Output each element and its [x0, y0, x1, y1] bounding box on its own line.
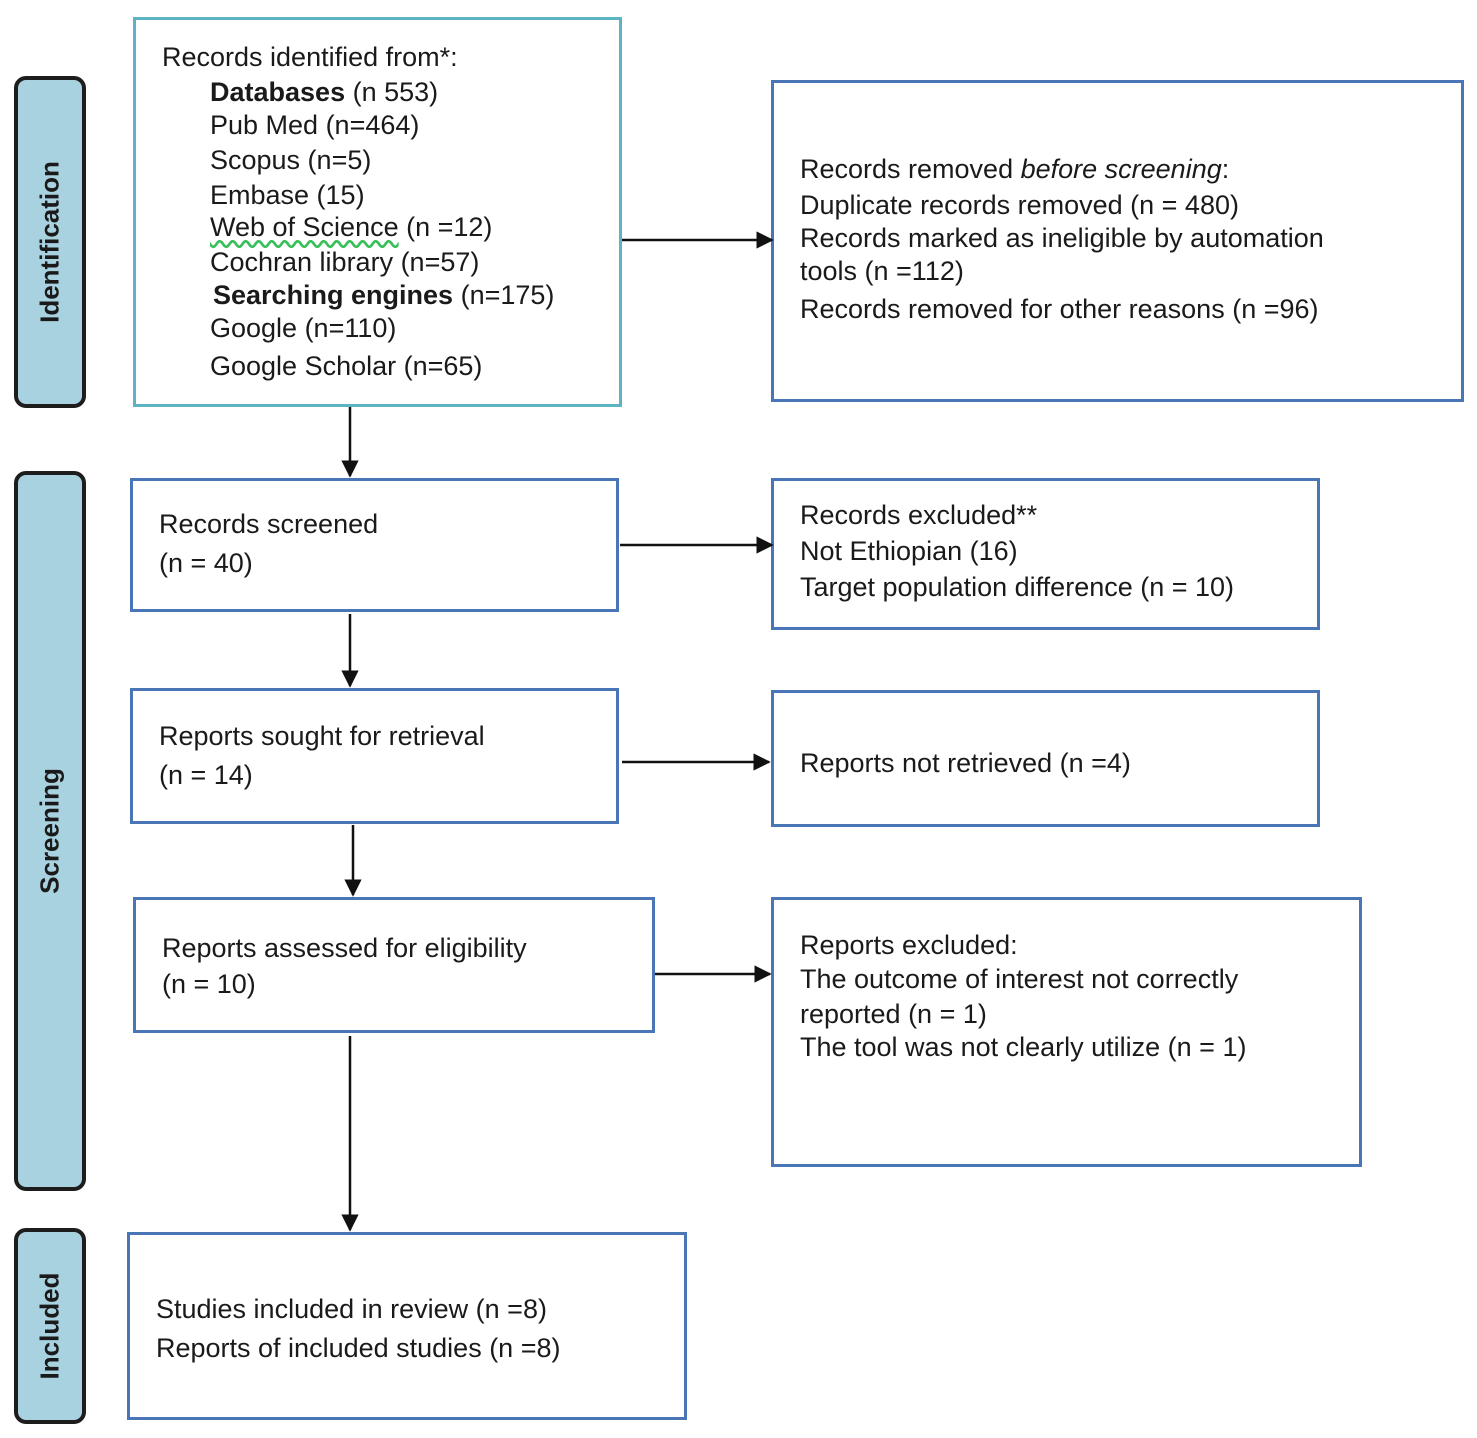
reports-assessed-box [133, 897, 655, 1033]
records-removed-heading: Records removed before screening: [800, 152, 1229, 186]
not-ethiopian-line: Not Ethiopian (16) [800, 536, 1018, 566]
records-screened-label: Records screened [159, 509, 379, 539]
databases-line: Databases (n 553) [210, 75, 438, 109]
records-screened-box [130, 478, 619, 612]
included-box [127, 1232, 687, 1420]
records-removed-box [771, 80, 1464, 402]
phase-included: Included [14, 1228, 86, 1424]
duplicates-line: Duplicate records removed (n = 480) [800, 190, 1239, 220]
studies-included-line: Studies included in review (n =8) [156, 1294, 547, 1324]
search-engines-line: Searching engines (n=175) [213, 278, 554, 312]
removed-heading-end: : [1221, 154, 1230, 184]
outcome-line-1: The outcome of interest not correctly [800, 964, 1239, 994]
reports-excluded-heading: Reports excluded: [800, 930, 1018, 960]
scopus-line: Scopus (n=5) [210, 145, 372, 175]
automation-line-1: Records marked as ineligible by automati… [800, 223, 1324, 253]
phase-identification: Identification [14, 76, 86, 408]
automation-line-2: tools (n =112) [800, 256, 964, 286]
web-of-science-label: Web of Science [210, 212, 399, 242]
other-reasons-line: Records removed for other reasons (n =96… [800, 294, 1319, 324]
tool-line: The tool was not clearly utilize (n = 1) [800, 1032, 1247, 1062]
removed-heading-emphasis: before screening [1020, 154, 1222, 184]
search-engines-count: (n=175) [453, 280, 555, 310]
reports-sought-box [130, 688, 619, 824]
google-scholar-line: Google Scholar (n=65) [210, 351, 483, 381]
web-of-science-count: (n =12) [398, 212, 493, 242]
phase-screening: Screening [14, 471, 86, 1191]
databases-count: (n 553) [352, 77, 439, 107]
records-identified-box [133, 17, 622, 407]
reports-assessed-label: Reports assessed for eligibility [162, 933, 527, 963]
web-of-science-line: Web of Science (n =12) [210, 210, 492, 244]
reports-sought-label: Reports sought for retrieval [159, 721, 485, 751]
target-population-line: Target population difference (n = 10) [800, 572, 1235, 602]
google-line: Google (n=110) [210, 313, 397, 343]
records-screened-count: (n = 40) [159, 548, 253, 578]
databases-label: Databases [210, 77, 346, 107]
embase-line: Embase (15) [210, 180, 365, 210]
records-identified-heading: Records identified from*: [162, 42, 458, 72]
records-excluded-heading: Records excluded** [800, 500, 1038, 530]
reports-assessed-count: (n = 10) [162, 969, 256, 999]
cochrane-line: Cochran library (n=57) [210, 247, 480, 277]
removed-heading-prefix: Records removed [800, 154, 1021, 184]
reports-sought-count: (n = 14) [159, 760, 253, 790]
reports-not-retrieved-label: Reports not retrieved (n =4) [800, 748, 1131, 778]
pubmed-line: Pub Med (n=464) [210, 110, 420, 140]
search-engines-label: Searching engines [213, 280, 454, 310]
reports-included-line: Reports of included studies (n =8) [156, 1333, 561, 1363]
reports-excluded-box [771, 897, 1362, 1167]
reports-not-retrieved-box [771, 690, 1320, 827]
records-excluded-box [771, 478, 1320, 630]
outcome-line-2: reported (n = 1) [800, 999, 987, 1029]
